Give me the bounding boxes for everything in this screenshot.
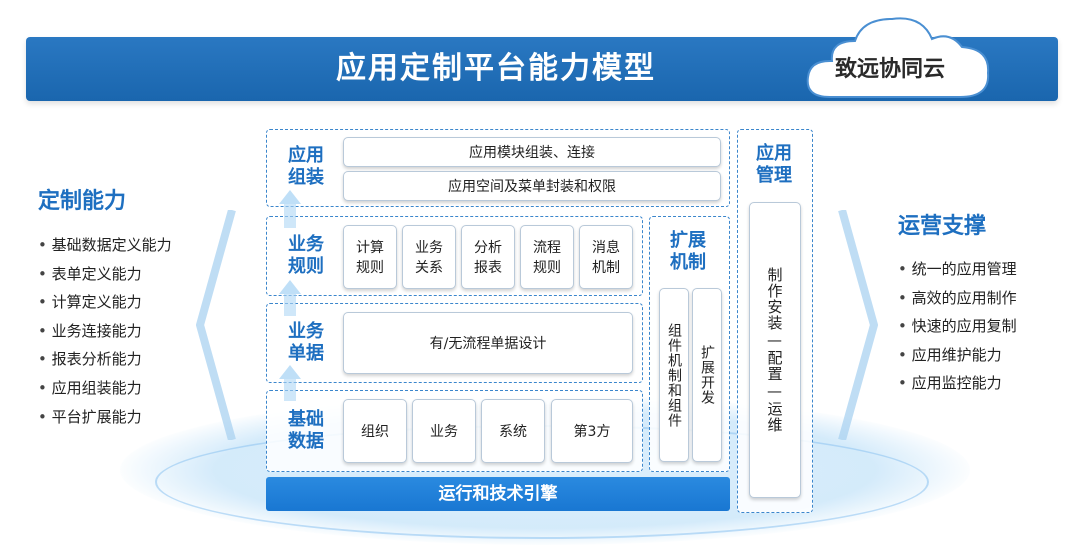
up-arrow-icon [279, 365, 301, 401]
list-item: 高效的应用制作 [898, 284, 1017, 313]
layer-label: 应用组装 [288, 145, 324, 188]
list-item: 快速的应用复制 [898, 312, 1017, 341]
rule-box: 业务关系 [402, 225, 456, 289]
chevron-right-icon [838, 210, 878, 440]
rule-box: 流程规则 [520, 225, 574, 289]
list-item: 应用维护能力 [898, 341, 1017, 370]
rule-box: 分析报表 [461, 225, 515, 289]
rule-box: 消息机制 [579, 225, 633, 289]
up-arrow-icon [279, 190, 301, 228]
cloud-icon [806, 17, 990, 98]
base-box: 第3方 [551, 399, 633, 463]
list-item: 计算定义能力 [38, 288, 172, 317]
extension-label: 扩展机制 [670, 230, 706, 273]
document-design-box: 有/无流程单据设计 [343, 312, 633, 374]
base-box: 业务 [412, 399, 476, 463]
base-box: 组织 [343, 399, 407, 463]
right-list: 统一的应用管理 高效的应用制作 快速的应用复制 应用维护能力 应用监控能力 [898, 255, 1017, 398]
management-label: 应用管理 [756, 143, 792, 186]
extension-box: 组件机制和组件 [659, 288, 689, 462]
assembly-box: 应用空间及菜单封装和权限 [343, 171, 721, 201]
layer-label: 业务单据 [288, 321, 324, 364]
list-item: 应用监控能力 [898, 369, 1017, 398]
right-title: 运营支撑 [898, 214, 987, 239]
list-item: 平台扩展能力 [38, 403, 172, 432]
management-box: 制作安装—配置—运维 [749, 202, 801, 498]
list-item: 基础数据定义能力 [38, 231, 172, 260]
list-item: 统一的应用管理 [898, 255, 1017, 284]
list-item: 报表分析能力 [38, 345, 172, 374]
layer-label: 基础数据 [288, 409, 324, 452]
rule-box: 计算规则 [343, 225, 397, 289]
layer-label: 业务规则 [288, 234, 324, 277]
brand-name: 致远协同云 [834, 57, 945, 82]
list-item: 表单定义能力 [38, 260, 172, 289]
base-box: 系统 [481, 399, 545, 463]
left-list: 基础数据定义能力 表单定义能力 计算定义能力 业务连接能力 报表分析能力 应用组… [38, 231, 172, 431]
chevron-left-icon [196, 210, 236, 440]
engine-bar: 运行和技术引擎 [266, 477, 730, 511]
left-title: 定制能力 [38, 189, 127, 214]
up-arrow-icon [279, 280, 301, 316]
assembly-box: 应用模块组装、连接 [343, 137, 721, 167]
list-item: 应用组装能力 [38, 374, 172, 403]
extension-box: 扩展开发 [692, 288, 722, 462]
list-item: 业务连接能力 [38, 317, 172, 346]
page-title: 应用定制平台能力模型 [336, 51, 656, 86]
